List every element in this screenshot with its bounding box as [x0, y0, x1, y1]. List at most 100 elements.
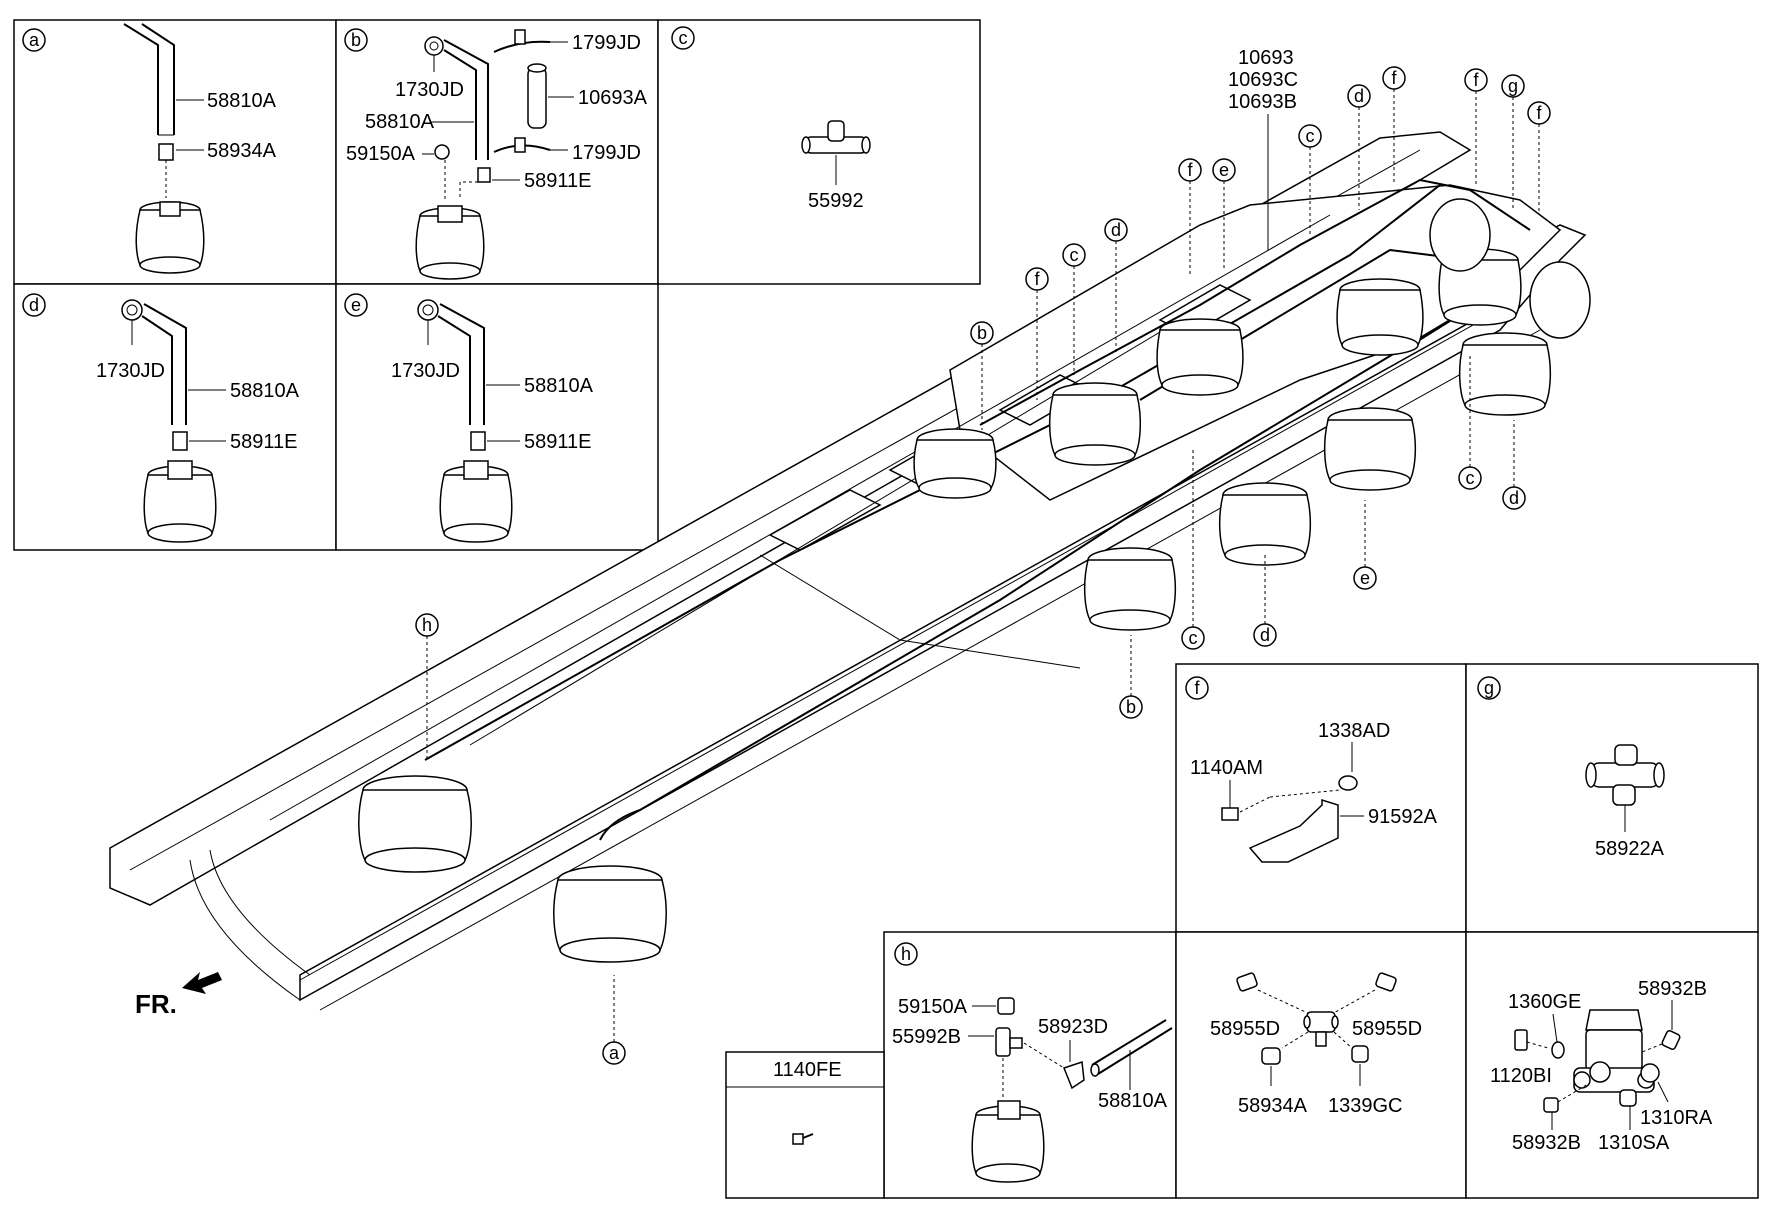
elbow-right [1375, 972, 1397, 992]
callout-f-main-4: f [1464, 68, 1488, 185]
air-spring-e [439, 460, 513, 543]
callout-c-main-3: c [1458, 355, 1482, 490]
air-tube-d [141, 303, 187, 425]
hose-label-10693: 10693 [1238, 47, 1294, 69]
rear-tank [1529, 261, 1591, 339]
part-58934a-valve: 58934A [1238, 1095, 1308, 1117]
part-58911e-e: 58911E [524, 431, 591, 453]
panel-h: h 59150A 55992B 58923D 58810A [892, 942, 1173, 1183]
svg-text:g: g [1508, 76, 1518, 96]
panel-d-letter: d [22, 293, 46, 317]
part-1310ra: 1310RA [1640, 1107, 1713, 1129]
detail-panels-bottom-right [725, 663, 1759, 1199]
cross-fitting [1303, 1011, 1339, 1047]
air-spring-b [415, 205, 485, 280]
panel-e-letter: e [344, 293, 368, 317]
bolt-1120bi [1514, 1029, 1528, 1051]
bracket [1248, 798, 1339, 863]
part-58923d: 58923D [1038, 1016, 1108, 1038]
callout-c-main-2: c [1298, 124, 1322, 235]
svg-text:h: h [422, 615, 432, 635]
panel-g-frame [1465, 663, 1759, 933]
part-1360ge: 1360GE [1508, 991, 1581, 1013]
part-58955d-right: 58955D [1352, 1018, 1422, 1040]
part-58955d-left: 58955D [1210, 1018, 1280, 1040]
air-tube-e [437, 303, 485, 425]
svg-text:c: c [1466, 468, 1475, 488]
panel-g: g 58922A [1477, 676, 1665, 860]
hose-label-10693c: 10693C [1228, 69, 1298, 91]
svg-text:d: d [1354, 86, 1364, 106]
part-58911e-d: 58911E [230, 431, 297, 453]
callout-f-main-1: f [1025, 267, 1049, 400]
plug [1261, 1047, 1281, 1065]
part-1730jd-d: 1730JD [96, 360, 165, 382]
svg-text:c: c [1189, 628, 1198, 648]
svg-text:c: c [679, 28, 688, 48]
callout-b-main-1: b [970, 321, 994, 430]
front-label: FR. [135, 989, 177, 1019]
part-58810a-h: 58810A [1098, 1090, 1168, 1112]
panel-b-letter: b [344, 28, 368, 52]
part-58922a: 58922A [1595, 838, 1665, 860]
callout-a-main: a [602, 975, 626, 1065]
tee-connector [1585, 744, 1665, 806]
svg-text:c: c [1070, 245, 1079, 265]
elbow [1063, 1060, 1085, 1090]
svg-text:e: e [1360, 568, 1370, 588]
elbow-left [1236, 972, 1258, 992]
part-1140fe-title: 1140FE [773, 1059, 842, 1081]
tee-fitting [801, 120, 871, 154]
hose-10693a [527, 67, 547, 129]
callout-f-main-3: f [1382, 66, 1406, 185]
svg-text:c: c [1306, 126, 1315, 146]
panel-valve-frame [1175, 931, 1467, 1199]
panel-f: f 1338AD 1140AM 91592A [1185, 676, 1438, 863]
svg-text:f: f [1187, 160, 1193, 180]
panel-1140fe-frame [725, 1051, 885, 1199]
panel-b: b 1730JD 58810A 59150A 58911E 1799JD 106… [344, 28, 648, 280]
svg-text:d: d [1111, 220, 1121, 240]
part-59150a-h: 59150A [898, 996, 968, 1018]
part-59150a: 59150A [346, 143, 416, 165]
chassis-frame-drawing: FR. [109, 131, 1591, 1019]
callout-f-main-5: f [1527, 101, 1551, 215]
svg-text:g: g [1484, 678, 1494, 698]
svg-text:e: e [1219, 160, 1229, 180]
part-1730jd-e: 1730JD [391, 360, 460, 382]
part-91592a: 91592A [1368, 806, 1438, 828]
fitting [158, 143, 174, 161]
svg-text:d: d [1509, 488, 1519, 508]
svg-text:f: f [1194, 678, 1200, 698]
svg-text:b: b [351, 30, 361, 50]
air-spring-d [143, 460, 217, 543]
callout-d-main-2: d [1347, 84, 1371, 210]
bolt-1140fe [792, 1133, 804, 1145]
part-58911e-b: 58911E [524, 170, 591, 192]
panel-f-frame [1175, 663, 1467, 933]
svg-text:f: f [1034, 269, 1040, 289]
tee-fitting-h [995, 1027, 1011, 1057]
part-58810a-e: 58810A [524, 375, 594, 397]
svg-text:f: f [1473, 70, 1479, 90]
panel-1140fe: 1140FE [773, 1059, 842, 1145]
air-spring [135, 201, 205, 274]
front-arrow-icon [182, 972, 222, 994]
panel-d: d 1730JD 58810A 58911E [22, 293, 300, 543]
part-1730jd: 1730JD [395, 79, 464, 101]
panel-e: e 1730JD 58810A 58911E [344, 293, 594, 543]
part-1310sa: 1310SA [1598, 1132, 1670, 1154]
panel-a: a 58810A 58934A [22, 23, 277, 274]
part-1338ad: 1338AD [1318, 720, 1390, 742]
main-callouts: 10693 10693C 10693B h a b f c d f e c d … [415, 47, 1551, 1065]
bushing [1351, 1045, 1369, 1063]
panel-f-letter: f [1185, 676, 1209, 700]
seal-ring [424, 36, 444, 56]
fitting-58932b-bottom [1543, 1097, 1559, 1113]
part-10693a: 10693A [578, 87, 648, 109]
part-58932b-bottom: 58932B [1512, 1132, 1581, 1154]
callout-e-main-2: e [1353, 500, 1377, 590]
svg-text:a: a [609, 1043, 620, 1063]
svg-text:a: a [29, 30, 40, 50]
